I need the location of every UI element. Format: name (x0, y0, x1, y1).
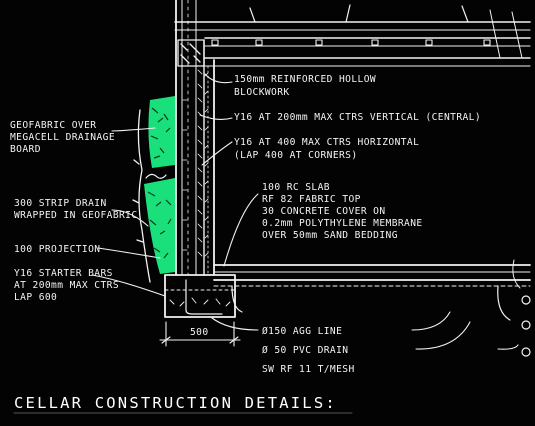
dimension-line (159, 321, 241, 347)
slab-pipe-circles (521, 295, 531, 357)
drainage-board (144, 96, 175, 274)
label-strip-drain-2: WRAPPED IN GEOFABRIC (14, 210, 138, 221)
label-blockwork-1: 150mm REINFORCED HOLLOW (234, 74, 376, 85)
label-sw: SW RF 11 T/MESH (262, 364, 355, 375)
label-slab-3: 30 CONCRETE COVER ON (262, 206, 386, 217)
upper-floor-slab (174, 4, 531, 67)
label-geofabric-2: MEGACELL DRAINAGE (10, 132, 115, 143)
earth-line (132, 109, 151, 283)
drawing-title: CELLAR CONSTRUCTION DETAILS: (14, 394, 337, 412)
label-starter-1: Y16 STARTER BARS (14, 268, 113, 279)
annotations: 150mm REINFORCED HOLLOW BLOCKWORK Y16 AT… (10, 74, 481, 375)
label-slab-5: OVER 50mm SAND BEDDING (262, 230, 398, 241)
label-horizontal-bars-1: Y16 AT 400 MAX CTRS HORIZONTAL (234, 137, 419, 148)
leader-lines (91, 73, 519, 350)
label-pvc-drain: Ø 50 PVC DRAIN (262, 344, 348, 356)
cellar-floor-slab (213, 259, 531, 321)
label-geofabric-3: BOARD (10, 144, 41, 155)
wall-junction-block (177, 39, 205, 67)
label-slab-4: 0.2mm POLYTHYLENE MEMBRANE (262, 218, 423, 229)
blockwork-wall (175, 0, 215, 276)
label-blockwork-2: BLOCKWORK (234, 87, 290, 98)
blockwork-hatch (182, 69, 209, 257)
label-slab-2: RF 82 FABRIC TOP (262, 194, 361, 205)
upper-slab-rebar (211, 39, 491, 46)
label-horizontal-bars-2: (LAP 400 AT CORNERS) (234, 150, 358, 161)
label-starter-3: LAP 600 (14, 292, 57, 303)
label-starter-2: AT 200mm MAX CTRS (14, 280, 119, 291)
label-strip-drain-1: 300 STRIP DRAIN (14, 198, 107, 209)
label-geofabric-1: GEOFABRIC OVER (10, 120, 96, 131)
label-agg-line: Ø150 AGG LINE (262, 325, 342, 337)
label-projection: 100 PROJECTION (14, 244, 100, 255)
label-vertical-bars: Y16 AT 200mm MAX CTRS VERTICAL (CENTRAL) (234, 112, 481, 123)
label-slab-1: 100 RC SLAB (262, 182, 330, 193)
footing (164, 274, 236, 318)
label-dimension: 500 (190, 327, 209, 338)
